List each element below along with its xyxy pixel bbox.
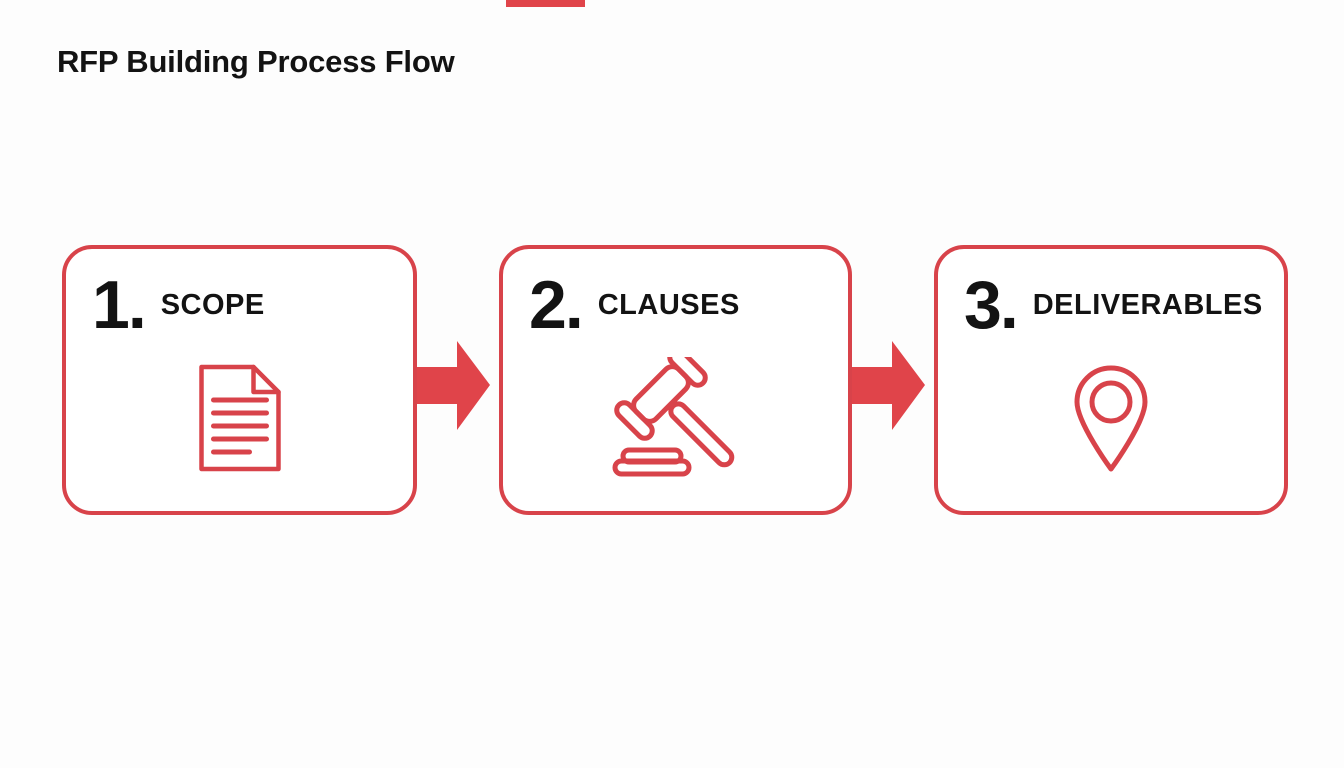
step-label: CLAUSES <box>597 288 740 321</box>
step-header: 2. CLAUSES <box>529 263 740 347</box>
step-header: 1. SCOPE <box>92 263 265 347</box>
step-box-deliverables: 3. DELIVERABLES <box>934 245 1288 515</box>
location-pin-icon <box>1069 362 1153 479</box>
step-number: 3. <box>964 266 1019 343</box>
arrow-right-icon <box>852 341 925 430</box>
step-header: 3. DELIVERABLES <box>964 263 1263 347</box>
top-edge-red-mark <box>506 0 585 7</box>
document-icon <box>197 363 282 478</box>
step-box-clauses: 2. CLAUSES <box>499 245 852 515</box>
step-label: DELIVERABLES <box>1032 288 1263 321</box>
step-number: 1. <box>92 266 147 343</box>
step-number: 2. <box>529 266 584 343</box>
arrow-right-icon <box>417 341 490 430</box>
step-label: SCOPE <box>160 288 265 321</box>
gavel-icon <box>606 347 746 482</box>
step-box-scope: 1. SCOPE <box>62 245 417 515</box>
page-title: RFP Building Process Flow <box>57 44 455 79</box>
